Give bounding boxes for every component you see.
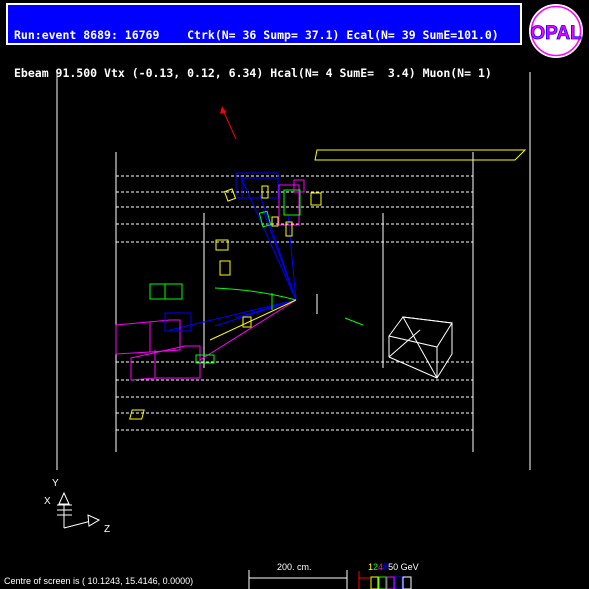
header-row-2: Ebeam 91.500 Vtx (-0.13, 0.12, 6.34) Hca… (14, 64, 514, 83)
energy-digit-4: 4 (378, 562, 384, 572)
ecal-endcap-cluster (314, 149, 527, 161)
logo-text: OPAL (530, 23, 582, 44)
green-tracks (214, 287, 364, 326)
opal-logo: OPAL (529, 4, 583, 58)
event-info-panel: Run:event 8689: 16769 Ctrk(N= 36 Sump= 3… (6, 3, 522, 80)
vertex-value: Vtx (-0.13, 0.12, 6.34) (104, 66, 264, 80)
energy-legend: 124850 GeV (368, 562, 419, 572)
axis-label-x: X (44, 496, 51, 507)
run-event-value: 8689: 16769 (83, 28, 160, 42)
energy-histogram-icon (358, 571, 412, 589)
energy-digits: 124850 (368, 562, 398, 572)
chamber-lines (116, 175, 473, 431)
energy-digit-8: 8 (383, 562, 389, 572)
detector-outline (56, 72, 531, 470)
magenta-track (199, 299, 297, 361)
muon-chamber-box (388, 316, 453, 379)
muon-summary: Muon(N= 1) (422, 66, 492, 80)
axis-label-z: Z (104, 524, 111, 535)
ebeam-value: Ebeam 91.500 (14, 66, 98, 80)
scale-bar (248, 570, 348, 589)
yellow-track (209, 299, 297, 341)
energy-digit-1: 1 (368, 562, 374, 572)
ctrk-summary: Ctrk(N= 36 Sump= 37.1) (187, 28, 340, 42)
hcal-clusters (115, 312, 201, 381)
axis-indicator (57, 491, 101, 529)
muon-arrow-icon (220, 106, 237, 140)
energy-digit-50: 50 (388, 562, 399, 572)
screen-centre-text: Centre of screen is ( 10.1243, 15.4146, … (4, 576, 194, 586)
energy-digit-2: 2 (373, 562, 379, 572)
scale-bar-label: 200. cm. (277, 562, 312, 572)
header-row-1: Run:event 8689: 16769 Ctrk(N= 36 Sump= 3… (14, 26, 514, 45)
hcal-summary: Hcal(N= 4 SumE= 3.4) (270, 66, 416, 80)
energy-unit: GeV (398, 562, 419, 572)
run-event-label: Run:event (14, 28, 77, 42)
axis-label-y: Y (52, 478, 59, 489)
green-cluster (195, 354, 215, 364)
ecal-summary: Ecal(N= 39 SumE=101.0) (346, 28, 499, 42)
top-clusters (129, 172, 322, 420)
